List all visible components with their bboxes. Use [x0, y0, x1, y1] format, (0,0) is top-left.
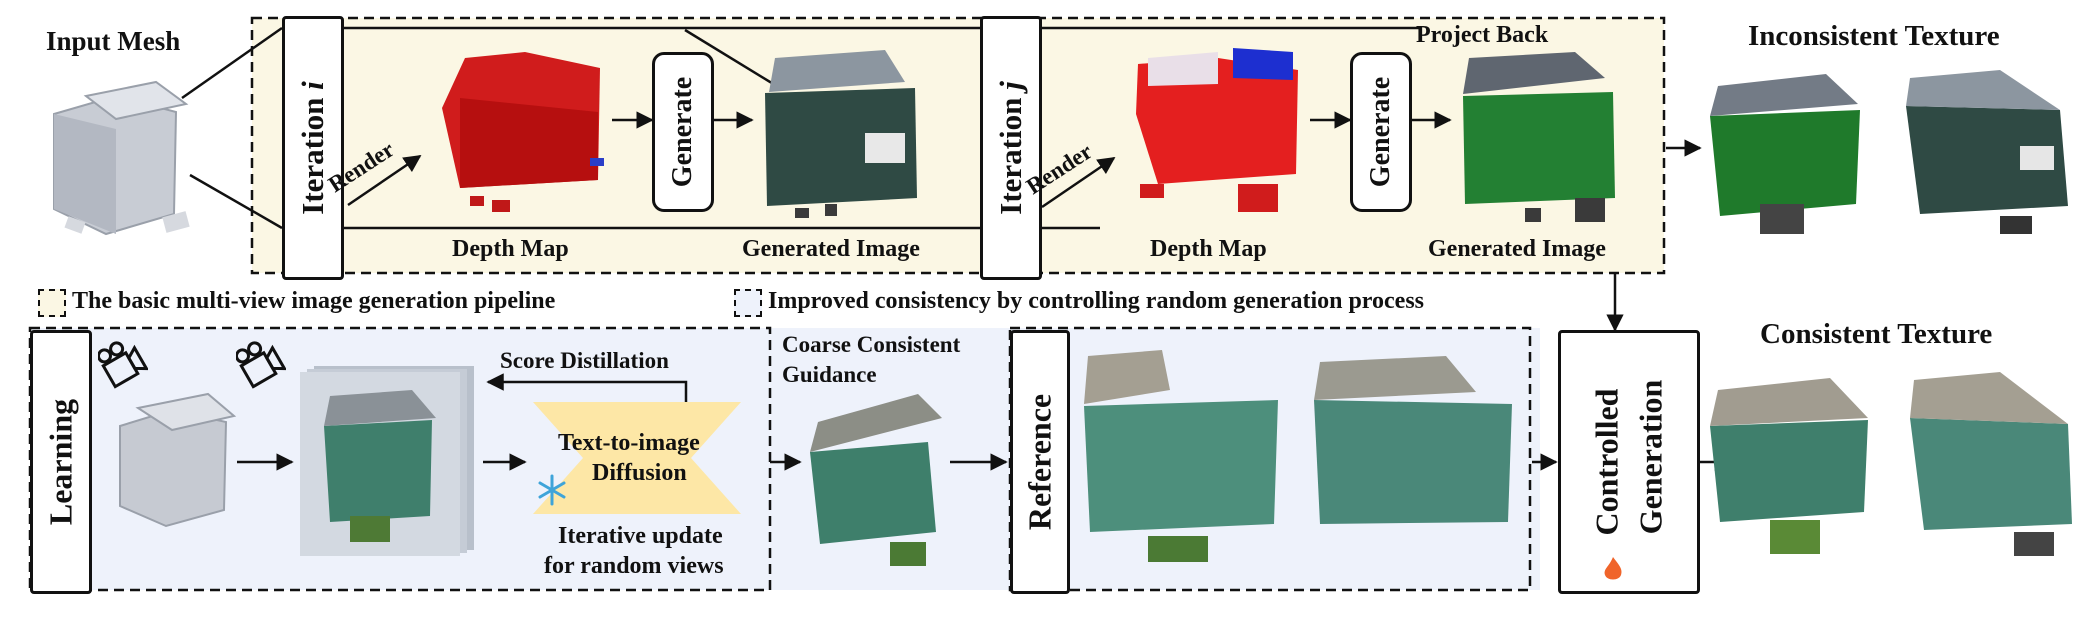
learning-mesh-image [112, 386, 240, 536]
reference-image-2 [1306, 352, 1520, 532]
score-distillation-label: Score Distillation [500, 348, 669, 373]
text-to-image-diffusion-block [533, 402, 741, 514]
generate-label-j: Generate [1365, 76, 1396, 188]
iteration-i-box: Iteration i [282, 16, 344, 280]
generated-image-j [1455, 48, 1620, 226]
coarse-guidance-image [800, 392, 948, 572]
depth-map-i-label: Depth Map [452, 236, 569, 262]
inconsistent-texture-label: Inconsistent Texture [1748, 20, 2000, 52]
fire-icon [1601, 555, 1625, 583]
iterative-update-line1: Iterative update [558, 523, 723, 549]
iteration-j-label: Iteration j [993, 81, 1028, 215]
learning-view-stack [300, 366, 480, 556]
legend-improved-swatch [734, 289, 762, 317]
legend-improved-label: Improved consistency by controlling rand… [768, 288, 1425, 314]
text-to-image-line1: Text-to-image [558, 430, 700, 456]
legend-basic-swatch [38, 289, 66, 317]
consistent-texture-view-2 [1904, 368, 2080, 564]
learning-box: Learning [30, 330, 92, 594]
text-to-image-line2: Diffusion [592, 460, 687, 486]
reference-label: Reference [1021, 393, 1058, 531]
reference-box: Reference [1010, 330, 1070, 594]
snowflake-icon [536, 474, 568, 506]
input-mesh-label: Input Mesh [46, 26, 181, 56]
generated-image-j-label: Generated Image [1428, 236, 1606, 262]
iterative-update-line2: for random views [544, 553, 724, 579]
camera-icon [98, 338, 148, 394]
generated-image-i [755, 48, 923, 223]
generate-label-i: Generate [667, 76, 698, 188]
reference-image-1 [1078, 346, 1286, 568]
depth-map-j [1128, 44, 1308, 224]
coarse-guidance-line2: Guidance [782, 362, 877, 387]
legend-basic-label: The basic multi-view image generation pi… [72, 288, 556, 314]
generate-box-i: Generate [652, 52, 714, 212]
controlled-generation-box: Controlled Generation [1558, 330, 1700, 594]
generated-image-i-label: Generated Image [742, 236, 920, 262]
inconsistent-texture-view-2 [1900, 66, 2078, 238]
consistent-texture-view-1 [1700, 372, 1880, 562]
depth-map-i [430, 48, 610, 216]
iteration-i-label: Iteration i [295, 81, 330, 215]
controlled-generation-line2: Generation [1632, 379, 1669, 535]
iteration-j-box: Iteration j [980, 16, 1042, 280]
depth-map-j-label: Depth Map [1150, 236, 1267, 262]
project-back-label: Project Back [1416, 22, 1549, 48]
camera-icon [236, 338, 286, 394]
controlled-generation-line1: Controlled [1588, 388, 1625, 536]
coarse-guidance-line1: Coarse Consistent [782, 332, 961, 357]
consistent-texture-label: Consistent Texture [1760, 318, 1993, 350]
learning-label: Learning [42, 398, 79, 526]
input-mesh-image [46, 74, 196, 249]
inconsistent-texture-view-1 [1700, 70, 1870, 238]
generate-box-j: Generate [1350, 52, 1412, 212]
